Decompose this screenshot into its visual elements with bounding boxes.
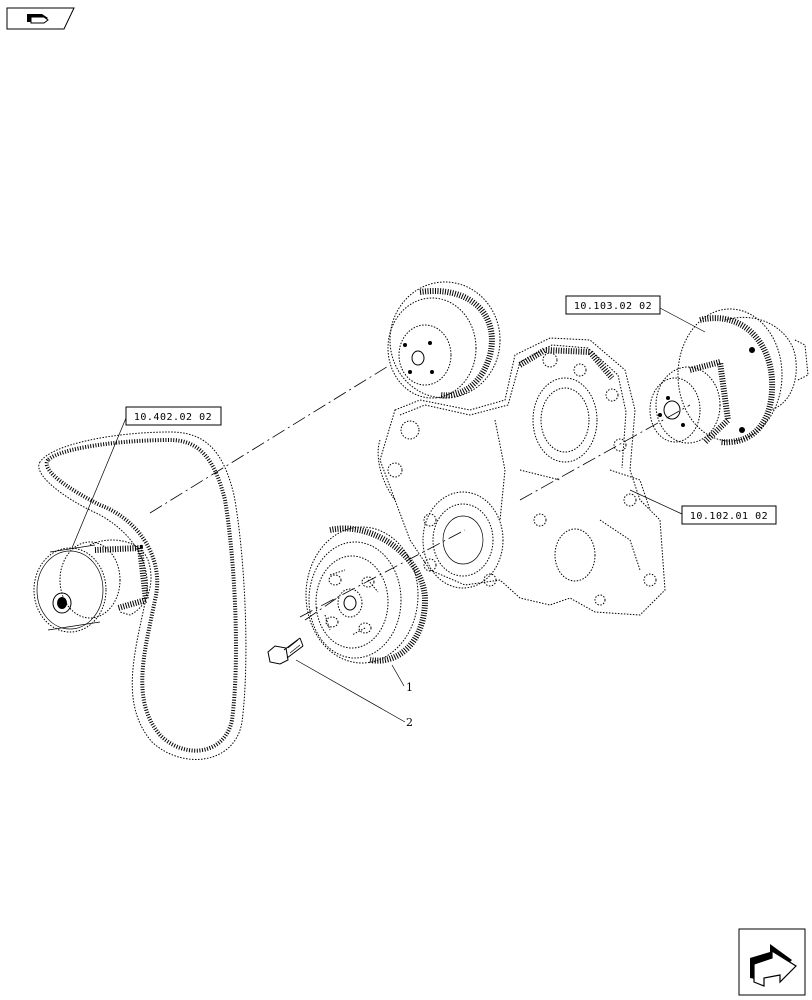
leader-lines <box>71 307 706 723</box>
timing-cover <box>377 337 666 616</box>
top-nav-badge[interactable] <box>6 7 75 30</box>
callout-timing-cover-label: 10.102.01 02 <box>690 511 768 522</box>
callout-water-pump-label: 10.402.02 02 <box>134 412 212 423</box>
item-number-bolt: 2 <box>406 716 413 729</box>
bottom-nav-badge[interactable] <box>738 928 806 996</box>
callout-timing-cover[interactable]: 10.102.01 02 <box>681 505 777 525</box>
camshaft-gear <box>649 308 809 446</box>
callout-camshaft[interactable]: 10.103.02 02 <box>565 295 661 315</box>
water-pump <box>33 539 152 633</box>
serpentine-belt <box>38 431 247 760</box>
item-number-pulley: 1 <box>406 681 413 694</box>
next-page-arrow-icon <box>750 944 797 987</box>
bolt <box>267 637 304 665</box>
callout-camshaft-label: 10.103.02 02 <box>574 301 652 312</box>
upper-pulley <box>387 281 501 399</box>
crankshaft-pulley <box>305 525 429 664</box>
callout-water-pump[interactable]: 10.402.02 02 <box>125 406 222 426</box>
book-arrow-icon <box>27 14 49 24</box>
